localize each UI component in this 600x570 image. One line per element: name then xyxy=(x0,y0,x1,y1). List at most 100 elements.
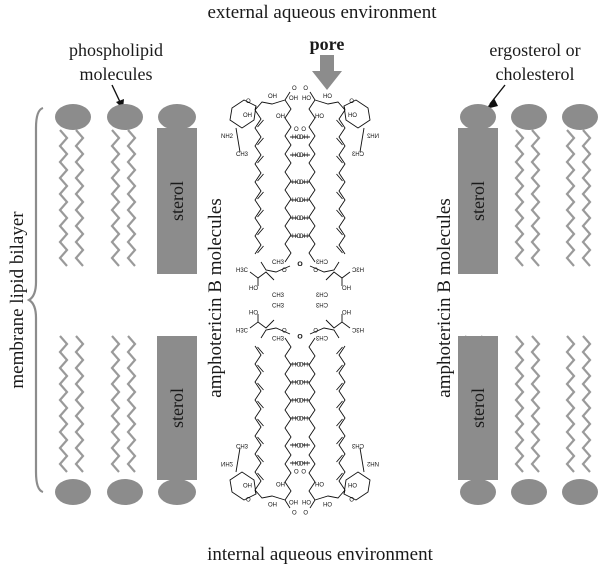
svg-text:O: O xyxy=(282,268,287,274)
svg-text:NH2: NH2 xyxy=(221,134,234,140)
internal-environment-label: internal aqueous environment xyxy=(207,544,434,565)
sterol-label: sterol xyxy=(167,181,187,221)
phospholipid-head xyxy=(511,479,547,505)
svg-text:CH3: CH3 xyxy=(315,293,328,299)
svg-text:CH3: CH3 xyxy=(315,301,328,307)
svg-text:OH: OH xyxy=(299,414,308,420)
sterol-head xyxy=(158,479,196,505)
svg-text:H3C: H3C xyxy=(351,268,364,274)
svg-text:OH: OH xyxy=(302,498,311,504)
external-environment-label: external aqueous environment xyxy=(208,2,438,23)
phospholipid-tail xyxy=(126,129,137,267)
svg-text:OH: OH xyxy=(348,113,357,119)
phospholipid-tail xyxy=(74,335,85,473)
svg-text:CH3: CH3 xyxy=(272,334,285,340)
svg-text:OH: OH xyxy=(276,480,285,486)
phospholipid-tail xyxy=(581,129,592,267)
svg-text:OH: OH xyxy=(289,498,298,504)
phospholipid-tail xyxy=(530,129,541,267)
phospholipid-head xyxy=(107,479,143,505)
amphotericin-molecules: OHOHOHOHOHOHOOOOHOHOHOHNH2CH3OH3CCH3HOCH… xyxy=(221,86,379,514)
phospholipid-tail xyxy=(565,129,576,267)
svg-text:HO: HO xyxy=(342,286,351,292)
svg-text:CH3: CH3 xyxy=(236,442,249,448)
svg-text:CH3: CH3 xyxy=(315,334,328,340)
amphotericin-molecule: OHOHOHOHOHOHOOOOHOHOHOHNH2CH3OH3CCH3HOCH… xyxy=(221,301,308,514)
svg-text:OH: OH xyxy=(292,396,301,402)
svg-text:OH: OH xyxy=(299,153,308,159)
phospholipid-tail xyxy=(126,335,137,473)
phospholipid-tail xyxy=(74,129,85,267)
sterol-label: sterol xyxy=(468,388,488,428)
svg-text:OH: OH xyxy=(276,114,285,120)
svg-text:O: O xyxy=(294,127,299,133)
phospholipid-tails xyxy=(58,129,592,473)
svg-text:CH3: CH3 xyxy=(351,152,364,158)
sterol-labels: sterol sterol sterol sterol xyxy=(167,181,488,428)
svg-text:OH: OH xyxy=(323,500,332,506)
svg-text:HO: HO xyxy=(249,286,258,292)
svg-text:O: O xyxy=(292,508,297,514)
svg-text:O: O xyxy=(303,508,308,514)
svg-text:OH: OH xyxy=(323,94,332,100)
phospholipid-head xyxy=(460,479,496,505)
svg-text:OH: OH xyxy=(292,441,301,447)
svg-text:OH: OH xyxy=(299,396,308,402)
sterol-head xyxy=(158,104,196,130)
amphotericin-label-right: amphotericin B molecules xyxy=(434,198,455,397)
svg-text:HO: HO xyxy=(249,308,258,314)
svg-text:OH: OH xyxy=(299,441,308,447)
phospholipid-tail xyxy=(565,335,576,473)
phospholipid-head xyxy=(562,479,598,505)
ergosterol-label-line1: ergosterol or xyxy=(489,40,580,60)
svg-text:OH: OH xyxy=(299,459,308,465)
svg-text:CH3: CH3 xyxy=(236,152,249,158)
svg-text:O: O xyxy=(297,262,302,268)
phospholipid-tail xyxy=(581,335,592,473)
svg-text:OH: OH xyxy=(292,234,301,240)
amphotericin-molecule: OHOHOHOHOHOHOOOOHOHOHOHNH2CH3OH3CCH3HOCH… xyxy=(221,86,308,299)
svg-text:OH: OH xyxy=(299,180,308,186)
svg-text:OH: OH xyxy=(292,216,301,222)
svg-text:H3C: H3C xyxy=(351,326,364,332)
svg-text:NH2: NH2 xyxy=(366,134,379,140)
svg-text:CH3: CH3 xyxy=(272,301,285,307)
phospholipid-label-line2: molecules xyxy=(80,64,153,84)
svg-text:OH: OH xyxy=(299,360,308,366)
phospholipid-tail xyxy=(58,129,69,267)
phospholipid-tail xyxy=(514,335,525,473)
pore-arrow xyxy=(312,55,342,90)
sterol-bar xyxy=(458,336,498,480)
svg-text:OH: OH xyxy=(292,135,301,141)
svg-text:O: O xyxy=(301,127,306,133)
svg-text:O: O xyxy=(349,495,354,501)
svg-text:O: O xyxy=(297,332,302,338)
svg-text:NH2: NH2 xyxy=(366,460,379,466)
sterol-bars xyxy=(157,128,498,480)
svg-text:OH: OH xyxy=(292,198,301,204)
phospholipid-tail xyxy=(58,335,69,473)
ergosterol-label-line2: cholesterol xyxy=(496,64,575,84)
phospholipid-head xyxy=(55,479,91,505)
svg-text:OH: OH xyxy=(299,378,308,384)
amphotericin-label-left: amphotericin B molecules xyxy=(205,198,226,397)
svg-text:O: O xyxy=(246,99,251,105)
svg-text:HO: HO xyxy=(342,308,351,314)
svg-text:CH3: CH3 xyxy=(351,442,364,448)
svg-text:OH: OH xyxy=(243,113,252,119)
svg-text:O: O xyxy=(298,332,303,338)
svg-text:O: O xyxy=(349,99,354,105)
svg-text:O: O xyxy=(282,326,287,332)
ergosterol-pointer xyxy=(486,84,506,109)
sterol-bar xyxy=(157,336,197,480)
svg-text:OH: OH xyxy=(299,234,308,240)
svg-text:CH3: CH3 xyxy=(272,293,285,299)
phospholipid-heads xyxy=(55,104,598,505)
phospholipid-head xyxy=(460,104,496,130)
sterol-bar xyxy=(458,128,498,274)
svg-text:O: O xyxy=(301,467,306,473)
svg-text:OH: OH xyxy=(299,135,308,141)
svg-text:OH: OH xyxy=(299,198,308,204)
